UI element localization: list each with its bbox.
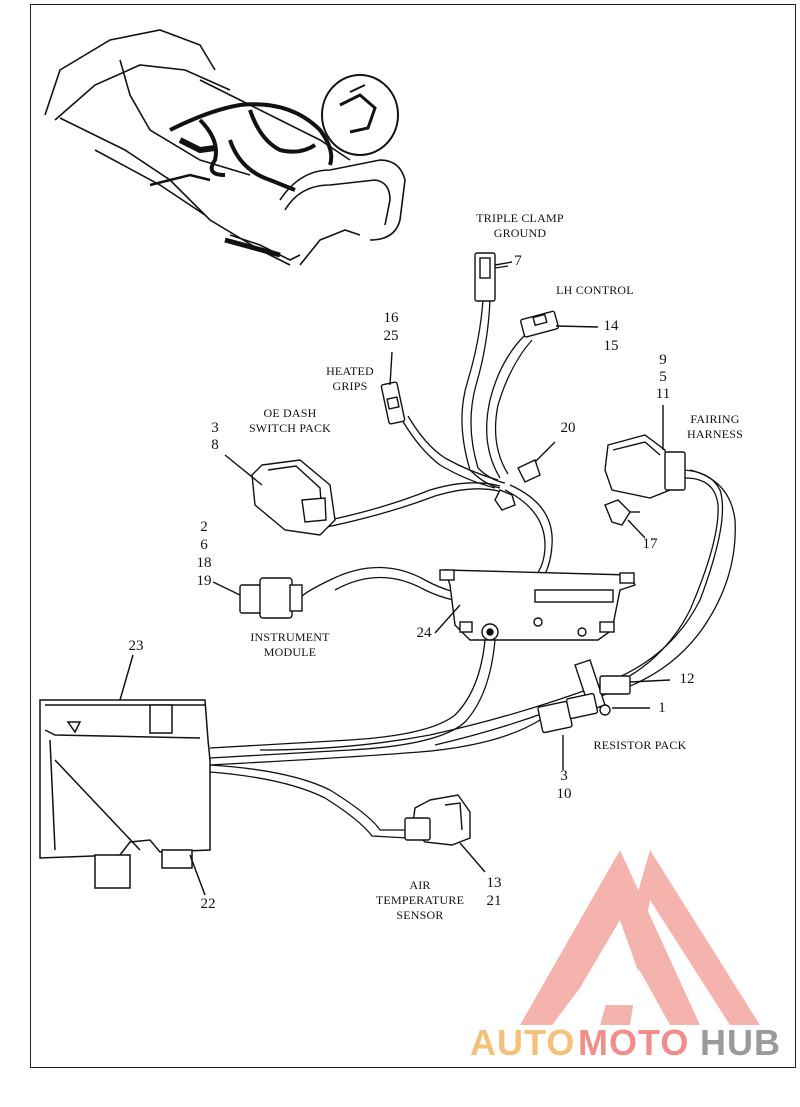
harness-wires (209, 299, 736, 839)
callout-12: 12 (679, 671, 695, 687)
callout-9: 9 (659, 352, 667, 368)
label-line: MODULE (263, 645, 317, 659)
callout-1: 1 (658, 700, 666, 716)
fairing-housing (39, 654, 211, 896)
lh-control-connector (520, 310, 599, 338)
label-instrument-module: INSTRUMENT MODULE (240, 630, 340, 660)
triple-clamp-ground-connector (474, 252, 513, 302)
callout-10: 10 (556, 786, 572, 802)
label-line: FAIRING (690, 412, 740, 426)
label-line: OE DASH (263, 406, 317, 420)
heated-grips-connector (380, 351, 406, 425)
fairing-harness-connector (604, 405, 686, 499)
callout-20: 20 (560, 420, 576, 436)
label-resistor-pack: RESISTOR PACK (593, 738, 687, 752)
label-line: INSTRUMENT (250, 630, 330, 644)
callout-15: 15 (603, 338, 619, 354)
label-line: GRIPS (332, 379, 368, 393)
harness-bundle-overview (169, 102, 334, 192)
watermark-moto: MOTO (578, 1022, 690, 1063)
label-oe-dash-switch-pack: OE DASH SWITCH PACK (240, 406, 340, 436)
callout-17: 17 (642, 536, 658, 552)
label-line: AIR (409, 878, 431, 892)
callout-11: 11 (655, 386, 671, 402)
callout-18: 18 (196, 555, 212, 571)
callout-23: 23 (128, 638, 144, 654)
callout-19: 19 (196, 573, 212, 589)
callout-5: 5 (659, 369, 667, 385)
label-triple-clamp-ground: TRIPLE CLAMP GROUND (470, 211, 570, 241)
callout-3: 3 (211, 420, 219, 436)
label-line: TEMPERATURE (375, 893, 465, 907)
junction-clip (494, 441, 556, 511)
label-line: TRIPLE CLAMP (476, 211, 564, 225)
label-air-temperature-sensor: AIR TEMPERATURE SENSOR (365, 878, 475, 923)
callout-6: 6 (200, 537, 208, 553)
push-clip (604, 499, 646, 539)
label-lh-control: LH CONTROL (556, 283, 634, 297)
label-line: HEATED (326, 364, 374, 378)
instrument-module-connector (212, 577, 303, 619)
watermark-text: AUTO MOTO HUB (470, 1022, 800, 1064)
callout-2: 2 (200, 519, 208, 535)
watermark-hub: HUB (700, 1022, 781, 1063)
watermark-auto: AUTO (470, 1022, 576, 1063)
callout-14: 14 (603, 318, 619, 334)
label-line: HARNESS (686, 427, 744, 441)
resistor-pack-connector (537, 692, 650, 770)
callout-8: 8 (211, 437, 219, 453)
watermark-logo (520, 850, 760, 1025)
callout-7: 7 (514, 253, 522, 269)
label-line: SWITCH PACK (248, 421, 332, 435)
callout-16: 16 (383, 310, 399, 326)
oe-dash-switch-connector (224, 454, 336, 536)
callout-22: 22 (200, 896, 216, 912)
electronic-module-bracket (434, 569, 636, 641)
air-temp-sensor-connector (404, 794, 486, 873)
callout-21: 21 (486, 893, 502, 909)
label-heated-grips: HEATED GRIPS (320, 364, 380, 394)
callout-25: 25 (383, 328, 399, 344)
diagram-frame (30, 4, 796, 1068)
label-fairing-harness: FAIRING HARNESS (680, 412, 750, 442)
callout-3b: 3 (560, 768, 568, 784)
callout-24: 24 (416, 625, 432, 641)
label-line: GROUND (493, 226, 547, 240)
callout-leaders (494, 265, 509, 269)
motorcycle-frame-overview (44, 29, 406, 266)
callout-13: 13 (486, 875, 502, 891)
label-line: SENSOR (396, 908, 444, 922)
